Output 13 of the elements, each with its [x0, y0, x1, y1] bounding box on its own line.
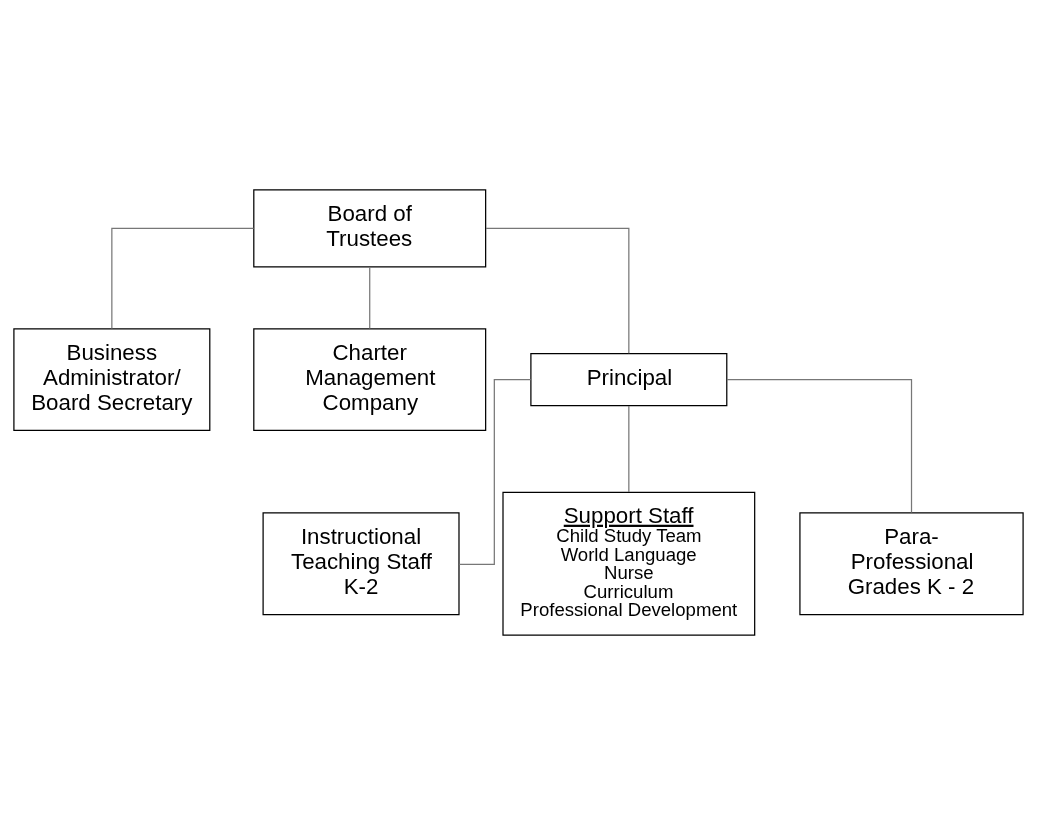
connector [111, 227, 255, 329]
connector [485, 227, 630, 354]
node-box: Instructional Teaching Staff K-2 [262, 511, 460, 615]
node-box: Principal [530, 352, 728, 406]
connector [628, 404, 630, 493]
connector [369, 265, 371, 329]
node-box: Support Staff Child Study Team World Language Nurse Curriculum Professional Development [502, 491, 756, 636]
node-box: Board of Trustees [253, 188, 487, 267]
node-box: Business Administrator/ Board Secretary [13, 327, 211, 431]
connector [458, 378, 532, 565]
node-box: Charter Management Company [253, 327, 487, 431]
node-box: Para-Professional Grades K - 2 [799, 511, 1024, 615]
connector [726, 378, 913, 513]
